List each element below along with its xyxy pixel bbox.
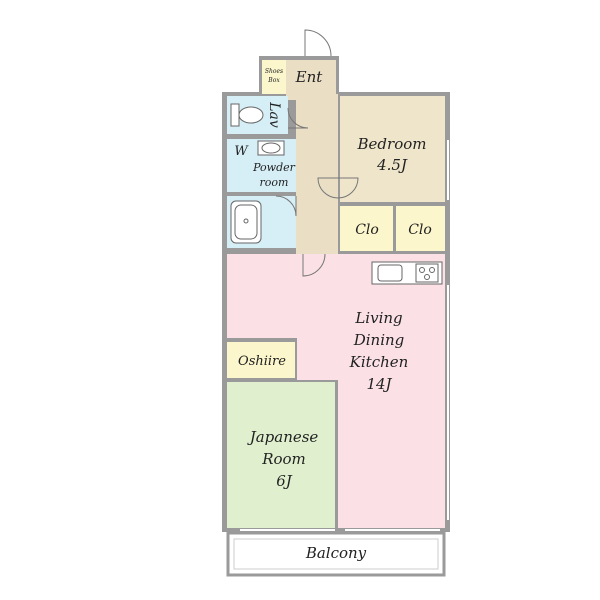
japanese-room [227, 382, 335, 528]
door-swings [275, 29, 359, 277]
closet-1 [340, 206, 393, 251]
hallway [296, 94, 338, 254]
powder-room-label-2: room [260, 176, 289, 189]
washbasin-icon [257, 140, 285, 156]
oshiire-label: Oshiire [238, 354, 286, 369]
balcony [226, 531, 446, 577]
ldk-label-1: Living [354, 309, 402, 327]
ldk-size: 14J [366, 375, 392, 393]
shoe-box-label-1: Shoes [265, 68, 283, 75]
powder-room-label-1: Powder [252, 161, 296, 174]
lavatory-label: Lav [266, 101, 282, 128]
closet-1-label: Clo [355, 222, 379, 238]
toilet-icon [230, 103, 264, 127]
bathtub-icon [230, 200, 262, 244]
closet-2-label: Clo [408, 222, 432, 238]
ldk-label-3: Kitchen [349, 353, 409, 371]
entrance-label: Ent [295, 68, 324, 86]
sink-icon [377, 264, 403, 282]
japanese-room-label-2: Room [261, 450, 306, 468]
balcony-inner-line [233, 538, 439, 570]
japanese-room-label-1: Japanese [247, 428, 319, 446]
shoe-box [262, 60, 286, 94]
balcony-label: Balcony [305, 544, 367, 562]
shoe-box-label-2: Box [267, 77, 280, 84]
living-dining-kitchen [227, 254, 445, 528]
washer-label: W [234, 144, 249, 159]
bedroom-size: 4.5J [376, 156, 408, 174]
entrance-floor [286, 60, 336, 100]
japanese-room-size: 6J [276, 472, 293, 490]
ldk-label-2: Dining [353, 331, 405, 349]
closet-2 [396, 206, 445, 251]
windows [240, 140, 449, 531]
stove-icon [415, 263, 439, 283]
bedroom-label: Bedroom [357, 135, 427, 153]
oshiire [227, 342, 295, 378]
